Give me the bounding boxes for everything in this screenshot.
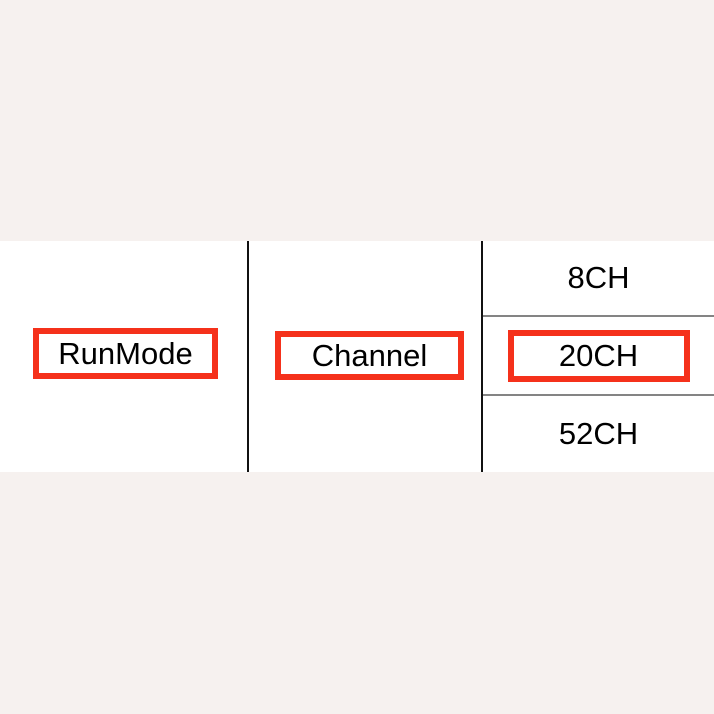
- selection-highlight-box[interactable]: 20CH: [507, 329, 690, 382]
- option-52ch[interactable]: 52CH: [483, 396, 714, 472]
- option-20ch[interactable]: 20CH: [483, 317, 714, 396]
- settings-menu-band: RunMode Channel 8CH 20CH 52CH: [0, 241, 714, 472]
- menu-column-runmode: RunMode: [0, 241, 249, 472]
- channel-button[interactable]: Channel: [275, 331, 464, 380]
- option-52ch-label: 52CH: [558, 416, 639, 451]
- option-20ch-label: 20CH: [558, 338, 639, 373]
- channel-button-label: Channel: [311, 338, 428, 373]
- option-8ch-label: 8CH: [567, 260, 630, 295]
- runmode-button-label: RunMode: [58, 336, 193, 371]
- menu-column-channel: Channel: [249, 241, 483, 472]
- option-8ch[interactable]: 8CH: [483, 241, 714, 317]
- channel-options-list: 8CH 20CH 52CH: [483, 241, 714, 472]
- runmode-button[interactable]: RunMode: [33, 328, 218, 379]
